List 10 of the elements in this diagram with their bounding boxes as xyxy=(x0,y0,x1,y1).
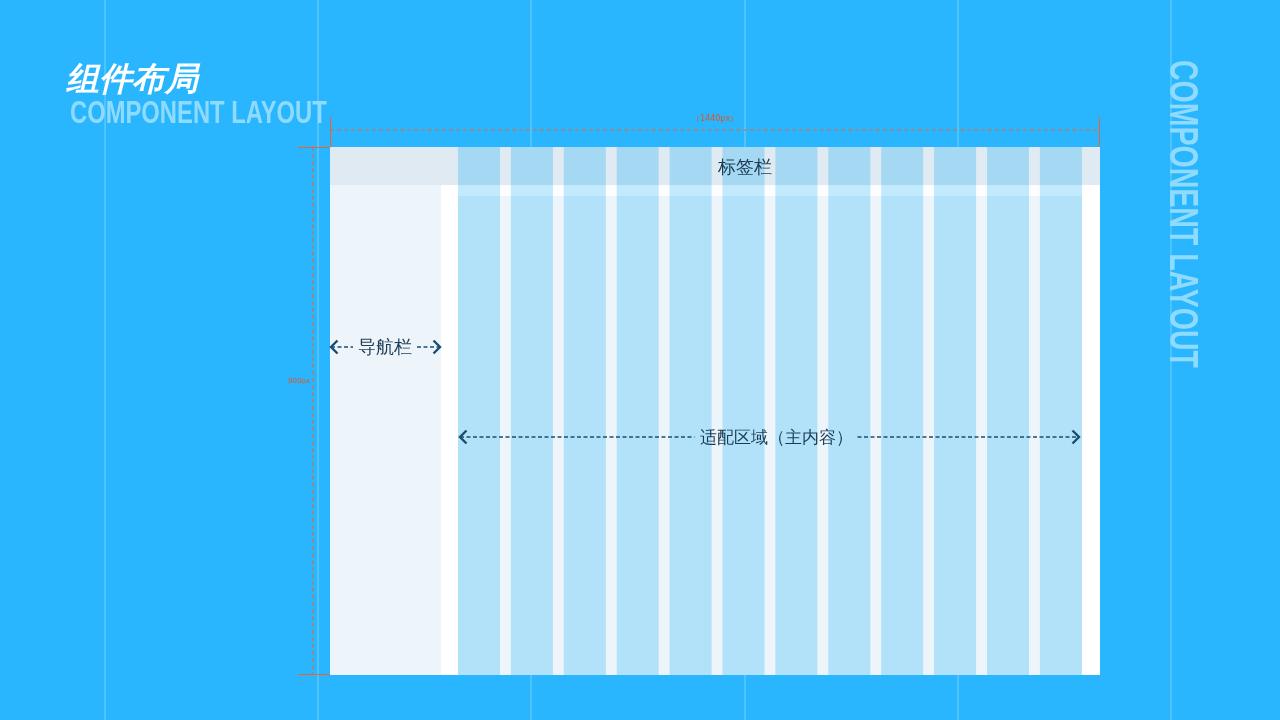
tab-bar xyxy=(330,147,1100,185)
sidebar-panel xyxy=(330,185,441,675)
tab-bar-label: 标签栏 xyxy=(718,157,772,177)
vertical-text: COMPONENT LAYOUT xyxy=(1164,60,1204,368)
sidebar-label: 导航栏 xyxy=(358,337,412,357)
subtitle: COMPONENT LAYOUT xyxy=(70,97,327,128)
content-area-label: 适配区域（主内容） xyxy=(699,427,853,447)
dimension-label: （1440px） xyxy=(692,115,739,123)
title: 组件布局 xyxy=(66,62,198,95)
page-frame xyxy=(330,147,1100,675)
